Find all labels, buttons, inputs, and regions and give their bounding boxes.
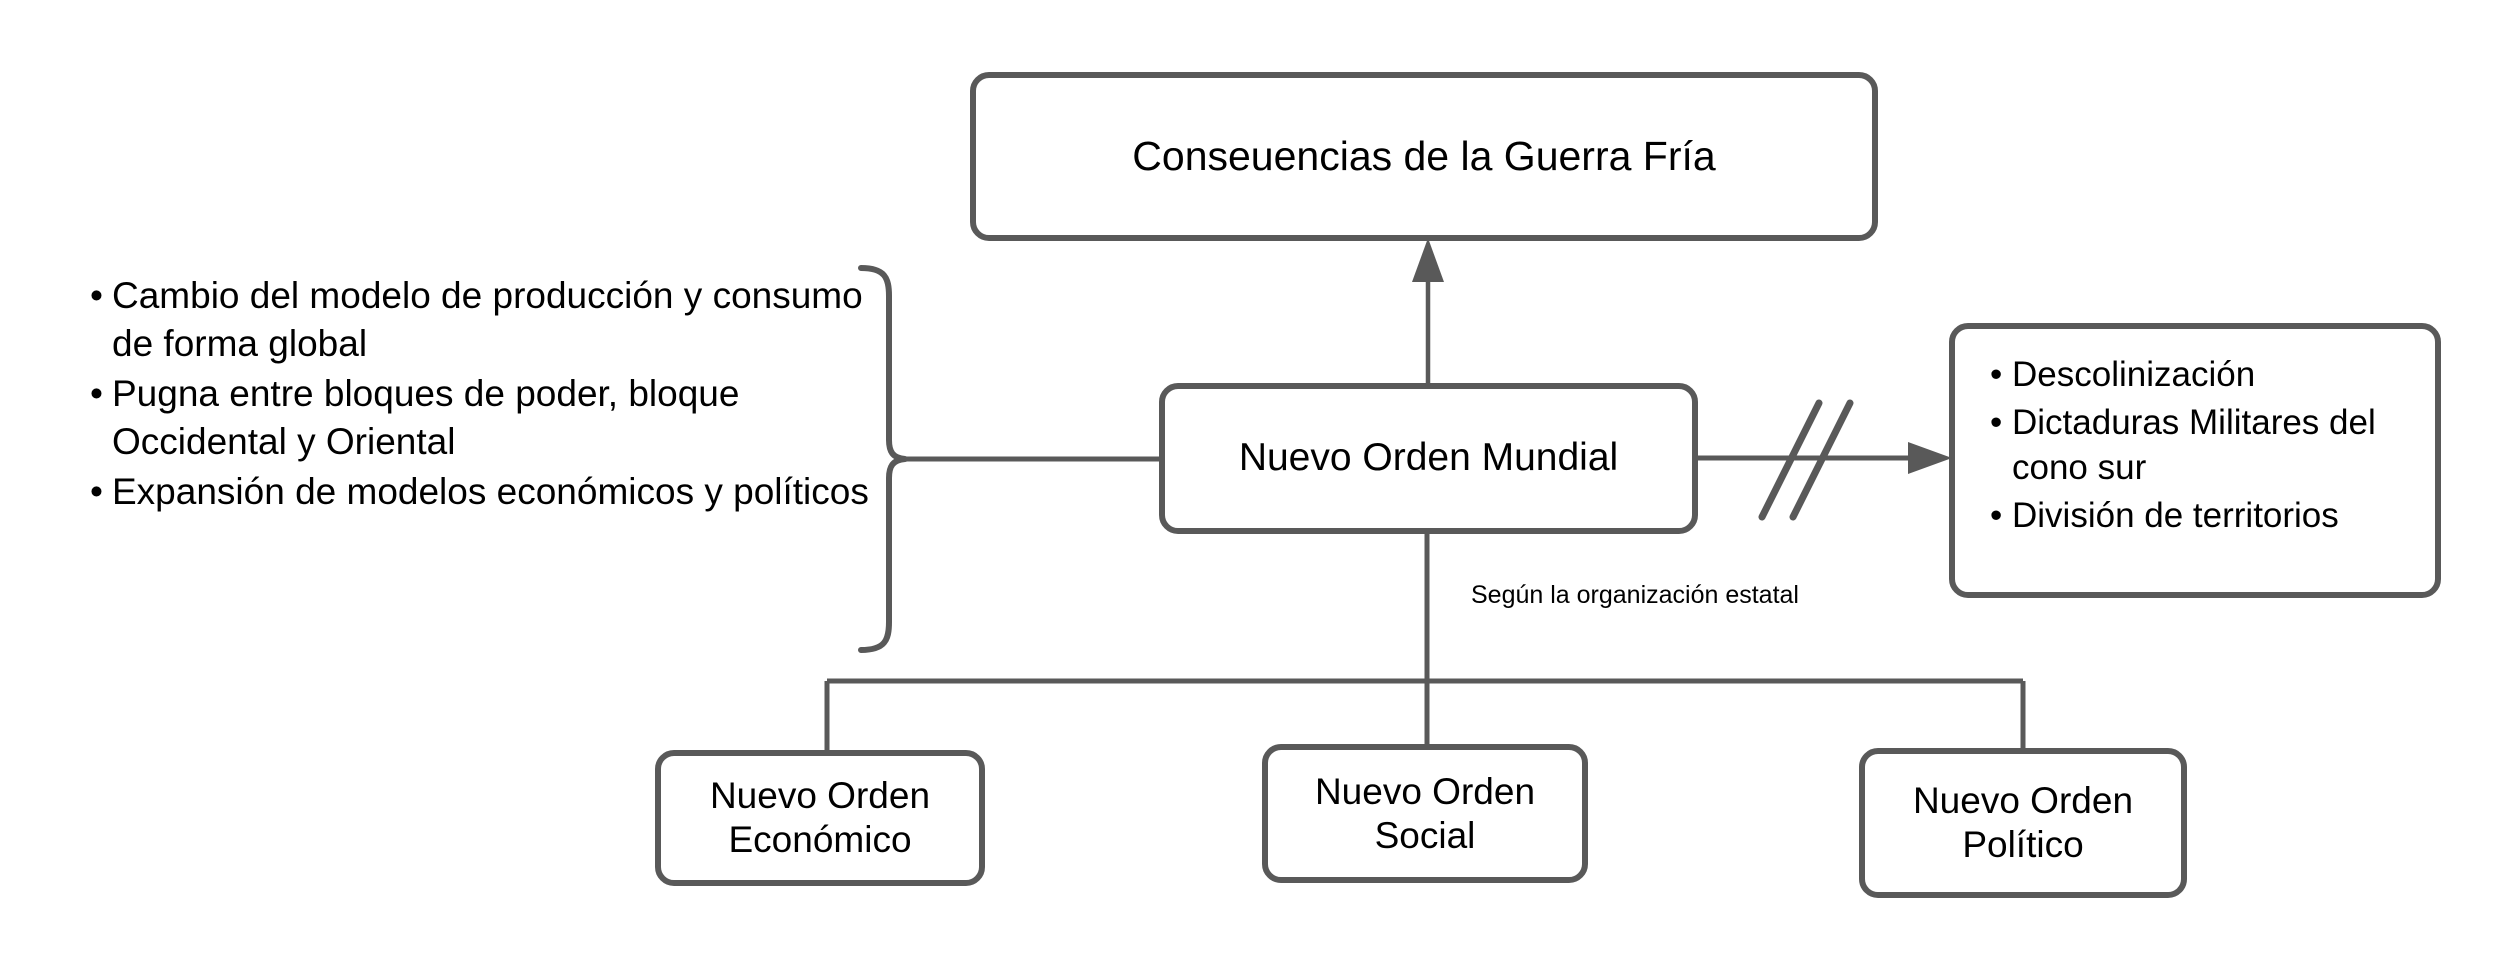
bullet-dot-icon: • <box>90 471 103 513</box>
bullet-dot-icon: • <box>90 275 103 316</box>
bullet-dot-icon: • <box>1990 402 2003 442</box>
causes-bullet-list: • Cambio del modelo de producción y cons… <box>90 272 890 518</box>
break-slash-mark-1 <box>1758 399 1823 521</box>
arrow-head-up-consequences <box>1412 238 1444 282</box>
list-item-label: Expansión de modelos económicos y políti… <box>112 471 869 513</box>
node-political-order-box[interactable] <box>1859 748 2187 898</box>
list-item: • Cambio del modelo de producción y cons… <box>90 272 890 368</box>
list-item: • Descolinización <box>1990 352 2420 398</box>
list-item: • Pugna entre bloques de poder, bloque O… <box>90 370 890 466</box>
arrow-head-right-outcomes <box>1908 442 1952 474</box>
list-item: • División de territorios <box>1990 493 2420 539</box>
bullet-dot-icon: • <box>90 373 103 415</box>
list-item-label: Pugna entre bloques de poder, bloque Occ… <box>112 373 740 463</box>
list-item-label: Descolinización <box>2012 355 2256 394</box>
bullet-dot-icon: • <box>1990 355 2003 394</box>
bullet-dot-icon: • <box>1990 495 2003 535</box>
node-outcomes-box[interactable] <box>1949 323 2441 598</box>
list-item: • Dictaduras Militares del cono sur <box>1990 400 2420 491</box>
break-slash-mark-2 <box>1789 399 1854 521</box>
node-economic-order-box[interactable] <box>655 750 985 886</box>
list-item-label: División de territorios <box>2012 495 2339 535</box>
list-item-label: Cambio del modelo de producción y consum… <box>112 275 863 365</box>
outcomes-bullet-list: • Descolinización • Dictaduras Militares… <box>1990 352 2420 540</box>
node-consequences-box[interactable] <box>970 72 1878 241</box>
list-item-label: Dictaduras Militares del cono sur <box>2012 402 2376 488</box>
node-social-order-box[interactable] <box>1262 744 1588 883</box>
list-item: • Expansión de modelos económicos y polí… <box>90 468 890 516</box>
edge-caption-organizacion-estatal: Según la organización estatal <box>1470 581 1799 609</box>
node-new-world-order-box[interactable] <box>1159 383 1698 534</box>
